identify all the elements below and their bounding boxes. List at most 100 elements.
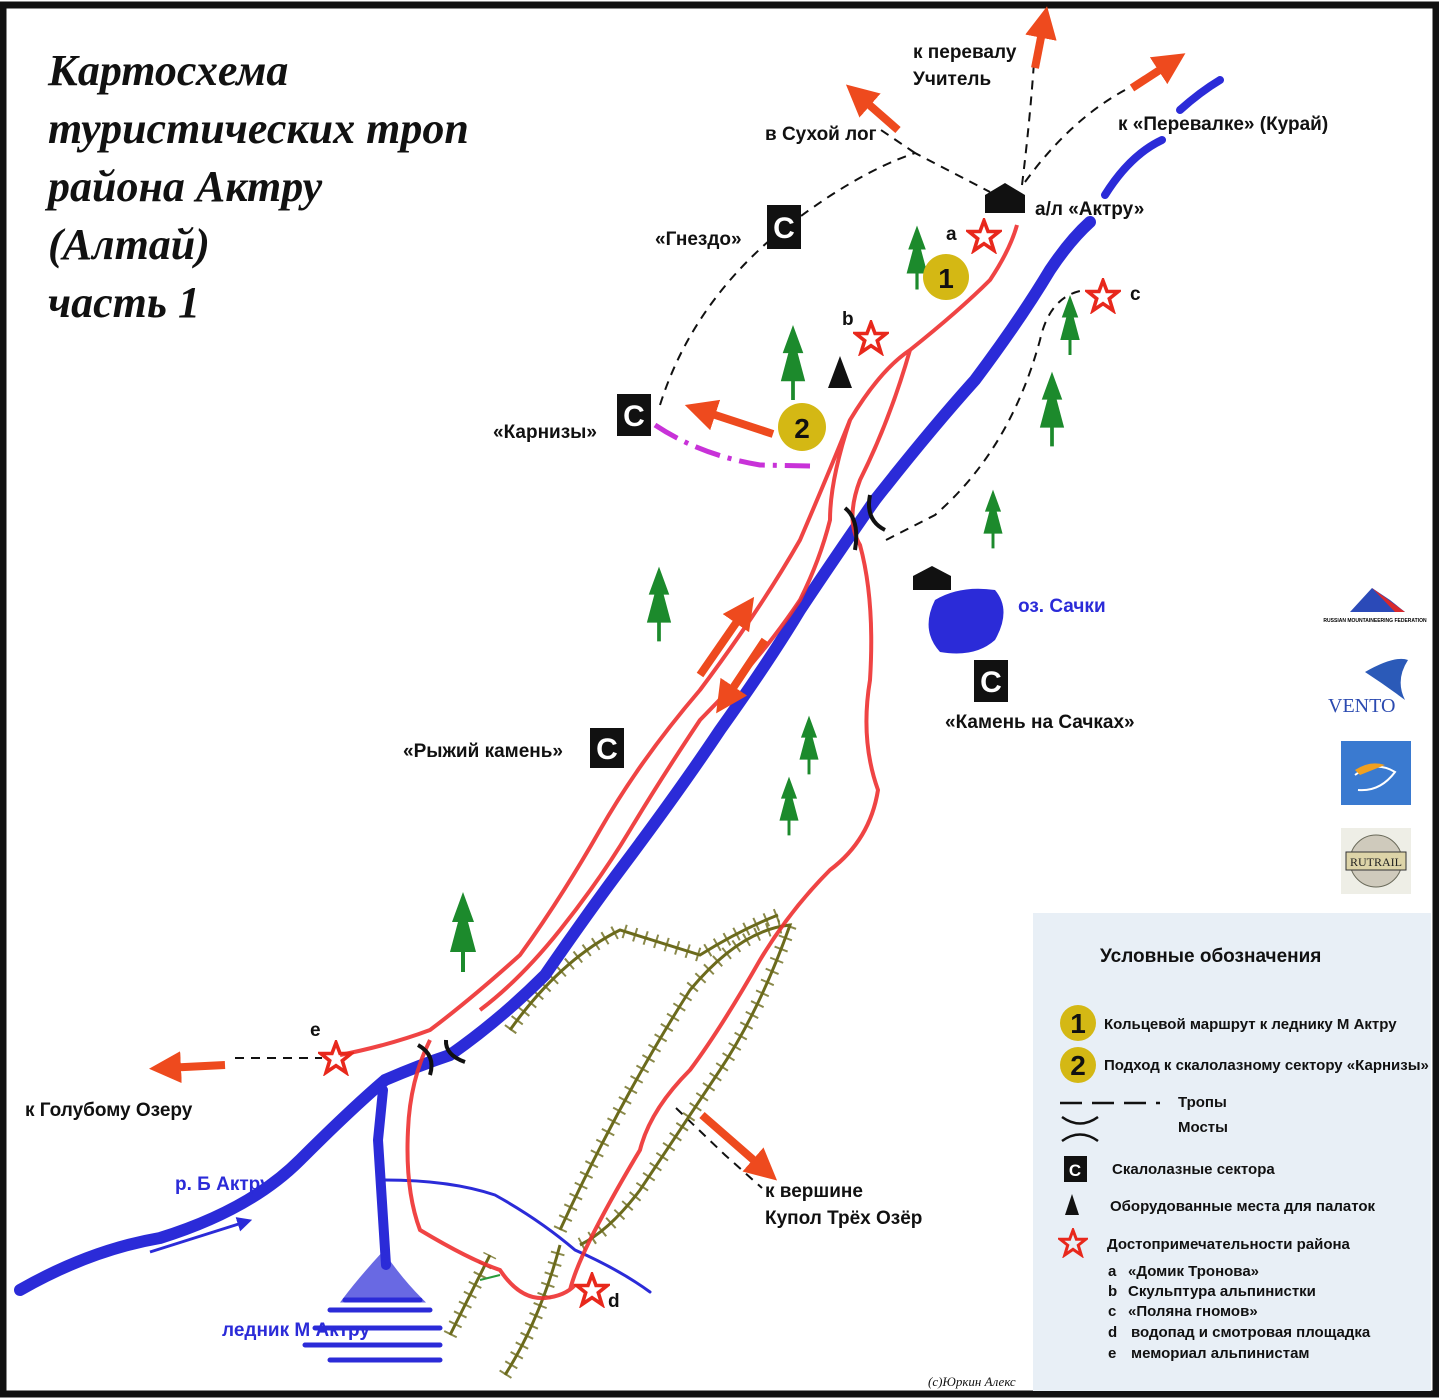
- svg-text:Картосхема: Картосхема: [47, 46, 288, 95]
- sponsor-logos: RUSSIAN MOUNTAINEERING FEDERATION VENTO …: [1323, 588, 1427, 894]
- svg-text:c: c: [1108, 1303, 1116, 1320]
- star-icon: [318, 1040, 354, 1075]
- svg-text:d: d: [1108, 1324, 1117, 1341]
- star-icon: [966, 218, 1002, 253]
- svg-text:2: 2: [1070, 1050, 1086, 1081]
- label-summit: к вершине: [765, 1181, 863, 1202]
- sector-legend-icon: C: [1069, 1161, 1081, 1180]
- legend-sights: Достопримечательности района: [1107, 1236, 1351, 1253]
- label-glacier: ледник М Актру: [222, 1320, 370, 1341]
- map-title: Картосхема туристических троп района Акт…: [44, 46, 469, 327]
- trail-pass-uchitel: [1021, 61, 1035, 186]
- sights: a b c d e: [310, 218, 1141, 1312]
- star-icon: [853, 320, 889, 355]
- sector-kamen-sachki-icon: C: [980, 666, 1002, 699]
- logo-rutrail: RUTRAIL: [1341, 828, 1411, 894]
- legend: Условные обозначения 1 Кольцевой маршрут…: [1033, 913, 1431, 1391]
- svg-text:туристических троп: туристических троп: [48, 104, 469, 153]
- sector-ryzhiy-icon: C: [596, 733, 618, 766]
- arrow-icon: [1129, 53, 1186, 92]
- camp-hut-icon: [985, 183, 1025, 213]
- logo-rmf: RUSSIAN MOUNTAINEERING FEDERATION: [1323, 588, 1427, 624]
- label-sukhoy-log: в Сухой лог: [765, 124, 877, 145]
- sight-d-label: d: [608, 1291, 620, 1312]
- route-2-marker: 2: [794, 413, 810, 444]
- red-routes: [339, 224, 1019, 1301]
- sight-b-label: b: [842, 309, 854, 330]
- label-summit: Купол Трёх Озёр: [765, 1208, 922, 1229]
- trail-sukhoy-log: [877, 127, 916, 154]
- sector-karnizy-icon: C: [623, 400, 645, 433]
- svg-text:a: a: [1108, 1263, 1117, 1280]
- label-pass-uchitel: Учитель: [913, 69, 991, 90]
- svg-text:RUSSIAN MOUNTAINEERING FEDERAT: RUSSIAN MOUNTAINEERING FEDERATION: [1323, 618, 1427, 624]
- label-karnizy: «Карнизы»: [493, 422, 597, 443]
- legend-sight-a: «Домик Тронова»: [1128, 1263, 1259, 1280]
- arrow-icon: [684, 399, 775, 438]
- logo-blue-paraglider: [1341, 741, 1411, 805]
- legend-route-2: Подход к скалолазному сектору «Карнизы»: [1104, 1057, 1429, 1074]
- sight-e-label: e: [310, 1020, 321, 1041]
- logo-vento: VENTO: [1328, 658, 1408, 717]
- legend-sight-e: мемориал альпинистам: [1131, 1345, 1310, 1362]
- tree-icon: [983, 489, 1003, 549]
- arrow-icon: [699, 1111, 778, 1181]
- arrow-icon: [696, 596, 755, 678]
- copyright: (c)Юркин Алекс: [928, 1374, 1016, 1389]
- arrow-icon: [1025, 6, 1057, 69]
- bridge-legend-icon: [1061, 1115, 1099, 1143]
- tree-icon: [646, 566, 672, 642]
- arrow-icon: [845, 84, 901, 134]
- trail-summit: [675, 1107, 763, 1189]
- label-perevalka: к «Перевалке» (Курай): [1118, 114, 1328, 135]
- svg-text:RUTRAIL: RUTRAIL: [1350, 855, 1402, 869]
- label-blue-lake: к Голубому Озеру: [25, 1100, 193, 1121]
- place-labels: к перевалу Учитель в Сухой лог к «Перева…: [25, 42, 1328, 1389]
- ridges: [443, 908, 801, 1379]
- glacier-m-aktru: [302, 1250, 443, 1363]
- svg-text:района Актру: района Актру: [44, 162, 323, 211]
- legend-bridges: Мосты: [1178, 1119, 1228, 1136]
- label-river: р. Б Актру: [175, 1174, 271, 1195]
- label-pass-uchitel: к перевалу: [913, 42, 1017, 63]
- label-ryzhiy-kamen: «Рыжий камень»: [403, 741, 563, 762]
- legend-route-1: Кольцевой маршрут к леднику М Актру: [1104, 1016, 1397, 1033]
- tent-legend-icon: [1065, 1194, 1079, 1215]
- tent-site-icon: [828, 356, 852, 388]
- hut-icon: [913, 566, 951, 590]
- legend-trails: Тропы: [1178, 1094, 1227, 1111]
- arrow-icon: [716, 637, 769, 714]
- svg-text:b: b: [1108, 1283, 1117, 1300]
- route-karnizy-approach: [653, 422, 811, 469]
- river-b-aktru: [14, 76, 1224, 1296]
- label-camp-aktru: а/л «Актру»: [1035, 199, 1144, 220]
- svg-text:часть 1: часть 1: [48, 278, 200, 327]
- label-gnezdo: «Гнездо»: [655, 229, 742, 250]
- legend-sectors: Скалолазные сектора: [1112, 1161, 1275, 1178]
- legend-sight-d: водопад и смотровая площадка: [1131, 1324, 1371, 1341]
- svg-text:e: e: [1108, 1345, 1116, 1362]
- sight-a-label: a: [946, 224, 957, 245]
- route-1-marker: 1: [938, 263, 954, 294]
- trail-polyana-gnomov: [885, 289, 1086, 541]
- label-lake-sachki: оз. Сачки: [1018, 596, 1106, 617]
- svg-text:(Алтай): (Алтай): [48, 220, 210, 269]
- sight-c-label: c: [1130, 284, 1141, 305]
- trail-perevalka: [1024, 89, 1126, 183]
- star-icon: [574, 1272, 610, 1307]
- river-flow-arrow-icon: [149, 1217, 253, 1254]
- direction-arrows: [149, 6, 1186, 1181]
- svg-text:1: 1: [1070, 1008, 1086, 1039]
- tree-icon: [1039, 371, 1065, 447]
- bridge-icon: [416, 494, 886, 1076]
- tree-icon: [450, 892, 476, 972]
- star-icon: [1085, 278, 1121, 313]
- sector-gnezdo-icon: C: [773, 212, 795, 245]
- tree-icon: [779, 776, 799, 836]
- tree-icon: [799, 715, 819, 775]
- legend-sight-c: «Поляна гномов»: [1128, 1303, 1258, 1320]
- arrow-icon: [149, 1051, 226, 1084]
